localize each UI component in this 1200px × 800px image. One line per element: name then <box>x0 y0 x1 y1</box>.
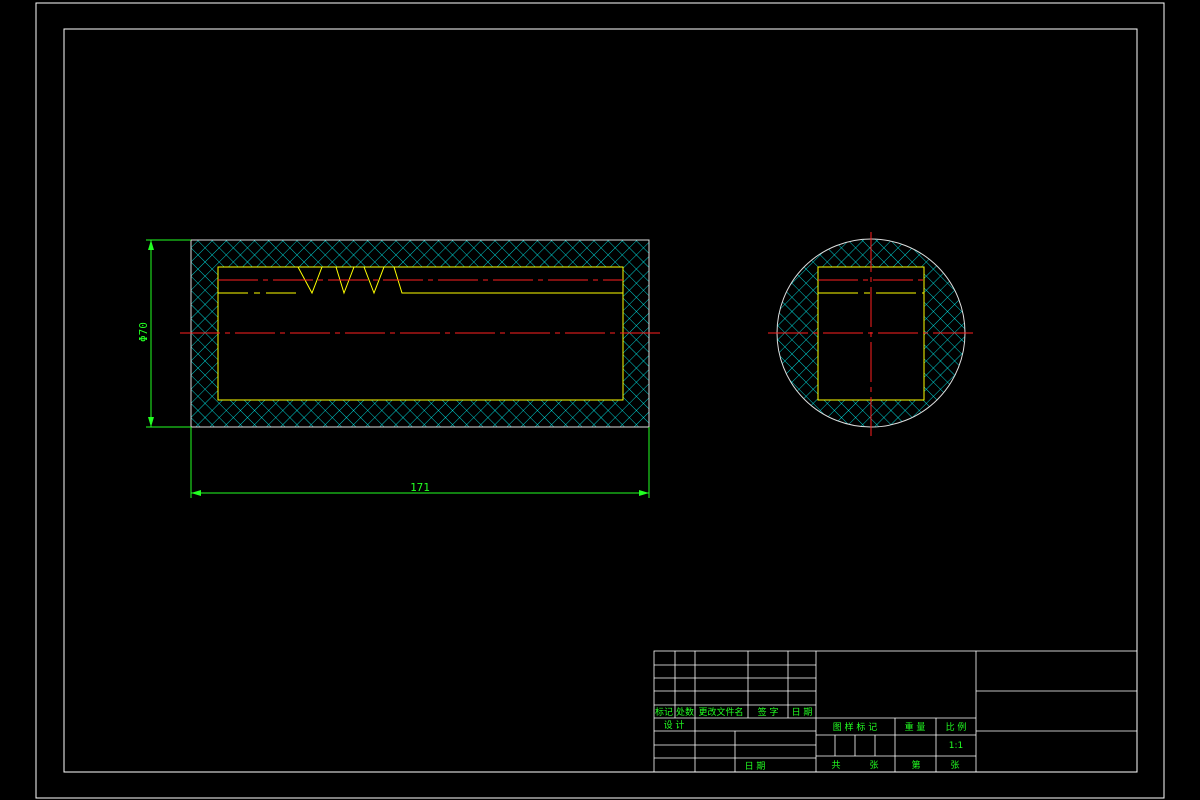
tb-signature: 签 字 <box>758 706 779 718</box>
tb-sheets-total-b: 张 <box>869 760 878 771</box>
tb-scale-value: 1:1 <box>949 741 963 751</box>
tb-sheet-no-a: 第 <box>911 759 920 771</box>
tb-mark: 标记 <box>655 706 673 718</box>
diameter-dimension <box>146 239 191 428</box>
diameter-label: Φ70 <box>137 322 150 342</box>
tb-date: 日 期 <box>792 707 813 718</box>
tb-count: 处数 <box>676 706 694 718</box>
title-block <box>653 650 1138 773</box>
section-view <box>180 239 660 428</box>
end-view-hatch <box>777 239 965 427</box>
tb-date-bottom: 日 期 <box>745 761 766 772</box>
length-dimension <box>190 427 650 498</box>
section-hatch <box>191 240 649 427</box>
tb-weight: 重 量 <box>905 721 926 733</box>
thread-profile <box>218 266 623 295</box>
length-label: 171 <box>410 481 430 494</box>
tb-design: 设 计 <box>664 719 685 731</box>
tb-scale-label: 比 例 <box>946 721 967 733</box>
inner-frame <box>63 28 1138 773</box>
outer-frame <box>35 2 1165 799</box>
end-view <box>768 232 975 436</box>
tb-drawing-mark: 图 样 标 记 <box>833 721 878 733</box>
tb-change-doc: 更改文件名 <box>698 706 743 718</box>
tb-sheets-total-a: 共 <box>831 760 840 771</box>
tb-sheet-no-b: 张 <box>950 760 959 771</box>
